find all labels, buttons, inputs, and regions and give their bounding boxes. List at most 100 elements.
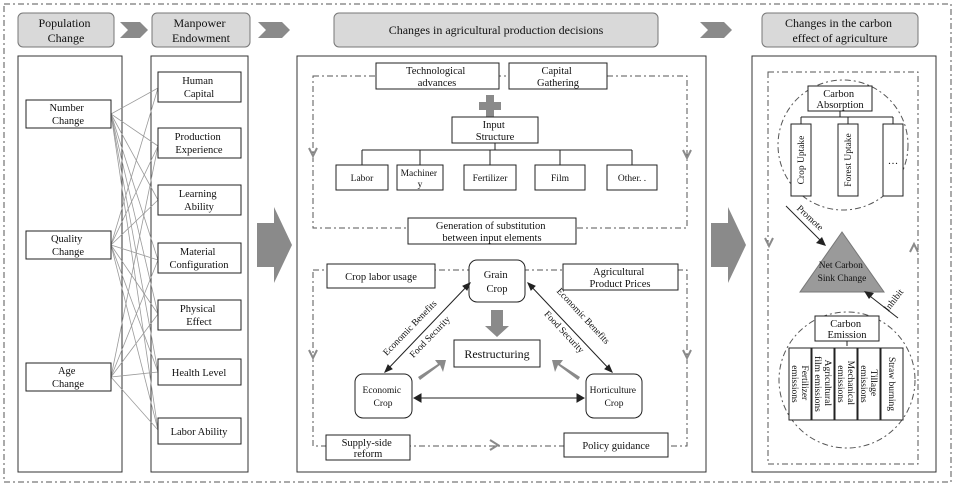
- double-arrow-bottom: [412, 393, 586, 403]
- fertilizer-emissions-box: [788, 347, 812, 421]
- absorption-other-box: [882, 123, 904, 197]
- absorption-circle: [777, 79, 909, 211]
- header-population-change-text: Population Change: [38, 16, 93, 45]
- down-chevron-carbon: [764, 237, 774, 249]
- fertilizer-emissions-text: Fertilizer emissions: [789, 365, 809, 403]
- gray-arrow-horticulture: [552, 360, 580, 380]
- crop-labor-usage-text: Crop labor usage: [345, 272, 417, 283]
- header-population-change: [17, 12, 115, 48]
- header-production-decisions-text: Changes in agricultural production decis…: [389, 23, 604, 37]
- input-machinery-box: [396, 164, 444, 191]
- human-capital-text: Human Capital: [182, 76, 216, 100]
- film-emissions-box: [811, 347, 835, 421]
- header-manpower-endowment: [151, 12, 251, 48]
- economic-crop-box: [354, 373, 413, 419]
- restructuring-text: Restructuring: [464, 347, 529, 361]
- grain-crop-text: Grain Crop: [484, 270, 511, 295]
- right-chevron-lower: [489, 439, 500, 451]
- crop-uptake-box: [790, 123, 812, 197]
- material-configuration-text: Material Configuration: [170, 247, 230, 271]
- health-level-text: Health Level: [172, 368, 227, 379]
- capital-gathering-box: [508, 62, 608, 90]
- population-manpower-connectors: [110, 87, 159, 431]
- gray-arrow-economic: [418, 360, 446, 380]
- input-other-box: [606, 164, 658, 191]
- carbon-emission-text: Carbon Emission: [827, 319, 867, 341]
- production-experience-text: Production Experience: [175, 132, 224, 156]
- big-arrow-left: [257, 207, 292, 283]
- age-change-box: [25, 362, 112, 392]
- technological-advances-text: Technological advances: [406, 66, 468, 89]
- header-carbon-effect-text: Changes in the carbon effect of agricult…: [785, 16, 895, 45]
- up-chevron-carbon: [909, 241, 919, 253]
- carbon-column: Carbon Absorption Crop Uptake Forest Upt…: [764, 71, 919, 465]
- material-configuration-box: [157, 242, 242, 274]
- double-arrow-left: [384, 282, 471, 373]
- physical-effect-text: Physical Effect: [180, 304, 218, 328]
- input-film-text: Film: [551, 174, 570, 184]
- population-items: Number Change Quality Change Age Change: [25, 99, 112, 392]
- outer-border: [3, 3, 952, 483]
- grain-crop-box: [468, 259, 526, 303]
- number-change-text: Number Change: [49, 103, 86, 127]
- number-change-box: [25, 99, 112, 129]
- upper-dashed-loop: [312, 75, 688, 229]
- carbon-emission-box: [814, 315, 880, 342]
- input-fertilizer-box: [463, 164, 517, 191]
- chevron-arrow-1: [120, 22, 148, 38]
- horticulture-crop-box: [585, 373, 643, 419]
- crop-uptake-text: Crop Uptake: [797, 136, 807, 185]
- down-arrow-restructuring: [485, 310, 509, 337]
- input-labor-text: Labor: [351, 174, 375, 184]
- tillage-emissions-box: [857, 347, 881, 421]
- header-production-decisions: [333, 12, 659, 48]
- input-other-text: Other. .: [618, 174, 646, 184]
- net-carbon-sink-text: Net Carbon Sink Change: [818, 261, 867, 284]
- product-prices-box: [562, 263, 679, 291]
- mechanical-emissions-box: [834, 347, 858, 421]
- crop-labor-usage-box: [326, 263, 436, 289]
- double-arrow-right: [527, 282, 613, 373]
- input-structure-text: Input Structure: [476, 120, 515, 143]
- down-chevron-lower-right: [682, 349, 692, 361]
- down-chevron-upper-left: [308, 147, 318, 159]
- big-arrow-right: [711, 207, 746, 283]
- down-chevron-lower-left: [308, 349, 318, 361]
- tillage-emissions-text: Tillage emissions: [858, 365, 878, 403]
- horticulture-crop-text: Horticulture Crop: [590, 386, 639, 409]
- plus-icon: [479, 95, 501, 117]
- net-carbon-sink-triangle: [799, 231, 885, 293]
- input-fertilizer-text: Fertilizer: [473, 174, 509, 184]
- supply-side-box: [325, 434, 411, 461]
- quality-change-box: [25, 230, 112, 260]
- production-experience-box: [157, 127, 242, 159]
- policy-guidance-box: [563, 432, 669, 458]
- labor-ability-box: [157, 417, 242, 445]
- technological-advances-box: [375, 62, 500, 90]
- mechanical-emissions-text: Mechanical emissions: [835, 361, 855, 408]
- policy-guidance-text: Policy guidance: [582, 441, 650, 452]
- restructuring-box: [453, 339, 541, 368]
- human-capital-box: [157, 71, 242, 103]
- manpower-items: Human Capital Production Experience Lear…: [157, 71, 242, 445]
- straw-burning-box: [880, 347, 904, 421]
- substitution-text: Generation of substitution between input…: [436, 221, 548, 244]
- header-row: Population Change Manpower Endowment Cha…: [17, 12, 919, 48]
- supply-side-text: Supply-side reform: [342, 438, 395, 460]
- film-emissions-text: Agricultural film emissions: [812, 356, 832, 412]
- promote-arrow: [785, 205, 825, 245]
- straw-burning-text: Straw burning: [886, 357, 896, 411]
- learning-ability-text: Learning Ability: [179, 189, 220, 213]
- labor-ability-text: Labor Ability: [171, 427, 229, 438]
- capital-gathering-text: Capital Gathering: [537, 66, 580, 89]
- input-labor-box: [335, 164, 389, 191]
- forest-uptake-text: Forest Uptake: [844, 133, 854, 187]
- product-prices-text: Agricultural Product Prices: [590, 267, 651, 290]
- age-change-text: Age Change: [52, 366, 84, 390]
- chevron-arrow-3: [700, 22, 732, 38]
- carbon-absorption-text: Carbon Absorption: [816, 89, 864, 111]
- header-carbon-effect: [761, 12, 919, 48]
- learning-ability-box: [157, 184, 242, 216]
- forest-uptake-box: [837, 123, 859, 197]
- input-structure-box: [451, 116, 539, 144]
